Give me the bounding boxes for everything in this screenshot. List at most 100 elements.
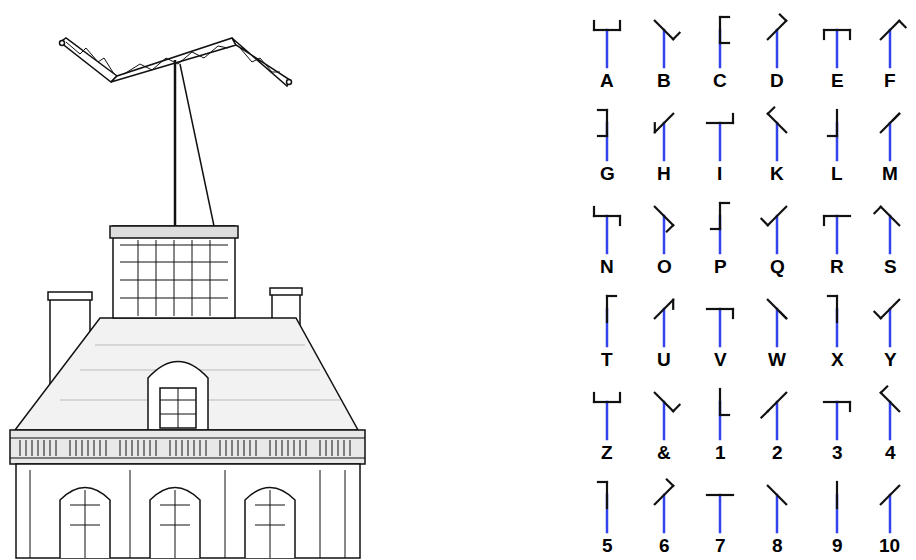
- indicator-arm: [720, 42, 729, 44]
- signal-letter: I: [717, 164, 722, 183]
- regulator-bar: [836, 482, 838, 508]
- signal-post: [836, 216, 839, 253]
- signal-letter: R: [830, 257, 844, 276]
- regulator-bar: [824, 29, 850, 31]
- signal-letter: H: [657, 164, 671, 183]
- signal-letter: Z: [601, 443, 613, 462]
- signal-letter: Y: [884, 350, 897, 369]
- signal-post: [776, 402, 779, 439]
- regulator-bar: [707, 122, 733, 124]
- regulator-bar: [719, 203, 721, 229]
- regulator-bar: [655, 114, 673, 132]
- signal-letter: N: [600, 257, 614, 276]
- regulator-bar: [719, 389, 721, 415]
- indicator-arm: [881, 386, 887, 392]
- indicator-arm: [899, 21, 905, 27]
- regulator-bar: [655, 393, 673, 411]
- signal-letter: G: [600, 164, 615, 183]
- signal-post: [663, 30, 666, 67]
- indicator-arm: [720, 16, 729, 18]
- signal-letter: 10: [879, 536, 900, 555]
- signal-post: [889, 123, 892, 160]
- signal-post: [776, 495, 779, 532]
- indicator-arm: [593, 393, 595, 402]
- signal-letter: 1: [715, 443, 726, 462]
- signal-post: [836, 402, 839, 439]
- indicator-arm: [849, 30, 851, 39]
- indicator-arm: [874, 312, 880, 318]
- indicator-arm: [761, 411, 767, 417]
- signal-post: [776, 123, 779, 160]
- regulator-bar: [881, 300, 899, 318]
- regulator-bar: [881, 393, 899, 411]
- regulator-bar: [768, 300, 786, 318]
- regulator-bar: [655, 21, 673, 39]
- signal-letter: W: [768, 350, 786, 369]
- indicator-arm: [768, 107, 774, 113]
- signal-post: [776, 216, 779, 253]
- signal-post: [889, 495, 892, 532]
- indicator-arm: [672, 300, 674, 309]
- signal-letter: 5: [602, 536, 613, 555]
- indicator-arm: [593, 21, 595, 30]
- signal-letter: 4: [885, 443, 896, 462]
- indicator-arm: [667, 479, 673, 485]
- indicator-arm: [828, 295, 837, 297]
- regulator-bar: [594, 215, 620, 217]
- signal-post: [836, 30, 839, 67]
- signal-glyphs: [594, 14, 906, 532]
- signal-post: [719, 309, 722, 346]
- indicator-arm: [654, 123, 656, 132]
- indicator-arm: [720, 202, 729, 204]
- indicator-arm: [823, 30, 825, 39]
- signal-letter: 9: [832, 536, 843, 555]
- indicator-arm: [607, 295, 616, 297]
- regulator-bar: [768, 393, 786, 411]
- signal-post: [606, 402, 609, 439]
- regulator-bar: [768, 486, 786, 504]
- signal-letter: &: [657, 443, 671, 462]
- signal-post: [776, 30, 779, 67]
- signal-letter: X: [831, 350, 844, 369]
- indicator-arm: [732, 309, 734, 318]
- indicator-arm: [780, 14, 786, 20]
- signal-post: [889, 402, 892, 439]
- signal-letter: L: [831, 164, 843, 183]
- indicator-arm: [619, 216, 621, 225]
- regulator-bar: [707, 494, 733, 496]
- signal-letter: F: [884, 71, 896, 90]
- regulator-bar: [594, 29, 620, 31]
- signal-letter: 8: [772, 536, 783, 555]
- signal-letter: P: [714, 257, 727, 276]
- signal-letter: 3: [832, 443, 843, 462]
- signal-post: [663, 495, 666, 532]
- indicator-arm: [667, 225, 673, 231]
- regulator-bar: [768, 114, 786, 132]
- signal-letter: E: [831, 71, 844, 90]
- signal-letter: M: [882, 164, 898, 183]
- indicator-arm: [732, 114, 734, 123]
- signal-letter: A: [600, 71, 614, 90]
- indicator-arm: [673, 405, 679, 411]
- building: [10, 38, 365, 558]
- signal-letter: B: [657, 71, 671, 90]
- indicator-arm: [593, 207, 595, 216]
- regulator-bar: [881, 21, 899, 39]
- signal-letter: 7: [715, 536, 726, 555]
- signal-post: [663, 309, 666, 346]
- signal-post: [606, 216, 609, 253]
- regulator-bar: [594, 401, 620, 403]
- regulator-bar: [836, 296, 838, 322]
- regulator-bar: [655, 300, 673, 318]
- indicator-arm: [619, 393, 621, 402]
- signal-letter: T: [601, 350, 613, 369]
- signal-post: [719, 495, 722, 532]
- regulator-bar: [836, 110, 838, 136]
- regulator-bar: [824, 215, 850, 217]
- signal-post: [719, 123, 722, 160]
- signal-letter: U: [657, 350, 671, 369]
- signal-post: [776, 309, 779, 346]
- regulator-bar: [606, 296, 608, 322]
- indicator-arm: [849, 402, 851, 411]
- signal-post: [606, 30, 609, 67]
